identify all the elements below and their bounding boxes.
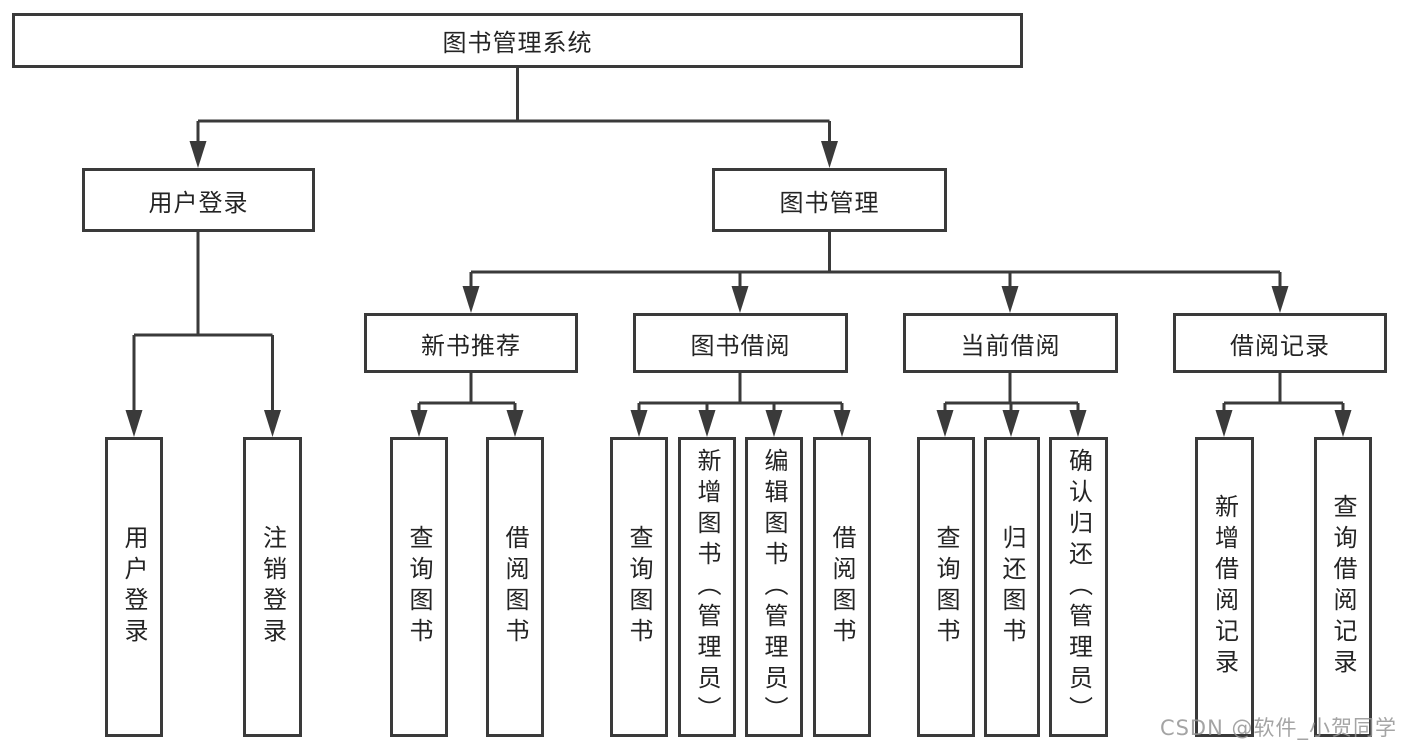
leaf-query-book-current-label: 查询图书 bbox=[932, 525, 960, 649]
leaf-query-book-recommend-label: 查询图书 bbox=[405, 525, 433, 649]
node-borrow-records: 借阅记录 bbox=[1173, 313, 1387, 373]
leaf-query-book-recommend: 查询图书 bbox=[390, 437, 448, 737]
leaf-confirm-return-admin-label: 确认归还（管理员） bbox=[1064, 447, 1093, 727]
leaf-add-book-admin-label: 新增图书（管理员） bbox=[693, 447, 721, 727]
leaf-return-book: 归还图书 bbox=[984, 437, 1040, 737]
leaf-logout: 注销登录 bbox=[243, 437, 302, 737]
leaf-edit-book-admin-label: 编辑图书（管理员） bbox=[760, 447, 788, 727]
leaf-borrow-book-recommend: 借阅图书 bbox=[486, 437, 544, 737]
node-new-book-recommend: 新书推荐 bbox=[364, 313, 578, 373]
leaf-borrow-book: 借阅图书 bbox=[813, 437, 871, 737]
leaf-query-borrow-record: 查询借阅记录 bbox=[1314, 437, 1372, 737]
csdn-watermark: CSDN @软件_小贺同学 bbox=[1159, 716, 1397, 740]
leaf-logout-label: 注销登录 bbox=[258, 525, 287, 649]
leaf-confirm-return-admin: 确认归还（管理员） bbox=[1049, 437, 1108, 737]
leaf-query-book-borrow: 查询图书 bbox=[610, 437, 668, 737]
leaf-return-book-label: 归还图书 bbox=[998, 525, 1026, 649]
node-book-borrow: 图书借阅 bbox=[633, 313, 848, 373]
leaf-add-borrow-record-label: 新增借阅记录 bbox=[1210, 494, 1239, 680]
leaf-edit-book-admin: 编辑图书（管理员） bbox=[745, 437, 803, 737]
leaf-user-login: 用户登录 bbox=[105, 437, 163, 737]
leaf-query-book-current: 查询图书 bbox=[917, 437, 975, 737]
node-user-login: 用户登录 bbox=[82, 168, 315, 232]
leaf-borrow-book-label: 借阅图书 bbox=[828, 525, 856, 649]
leaf-borrow-book-recommend-label: 借阅图书 bbox=[501, 525, 529, 649]
leaf-query-book-borrow-label: 查询图书 bbox=[625, 525, 653, 649]
node-current-borrow: 当前借阅 bbox=[903, 313, 1118, 373]
leaf-query-borrow-record-label: 查询借阅记录 bbox=[1329, 494, 1357, 680]
leaf-add-book-admin: 新增图书（管理员） bbox=[678, 437, 736, 737]
leaf-add-borrow-record: 新增借阅记录 bbox=[1195, 437, 1254, 737]
leaf-user-login-label: 用户登录 bbox=[120, 525, 148, 649]
node-book-management: 图书管理 bbox=[712, 168, 947, 232]
node-root: 图书管理系统 bbox=[12, 13, 1023, 68]
